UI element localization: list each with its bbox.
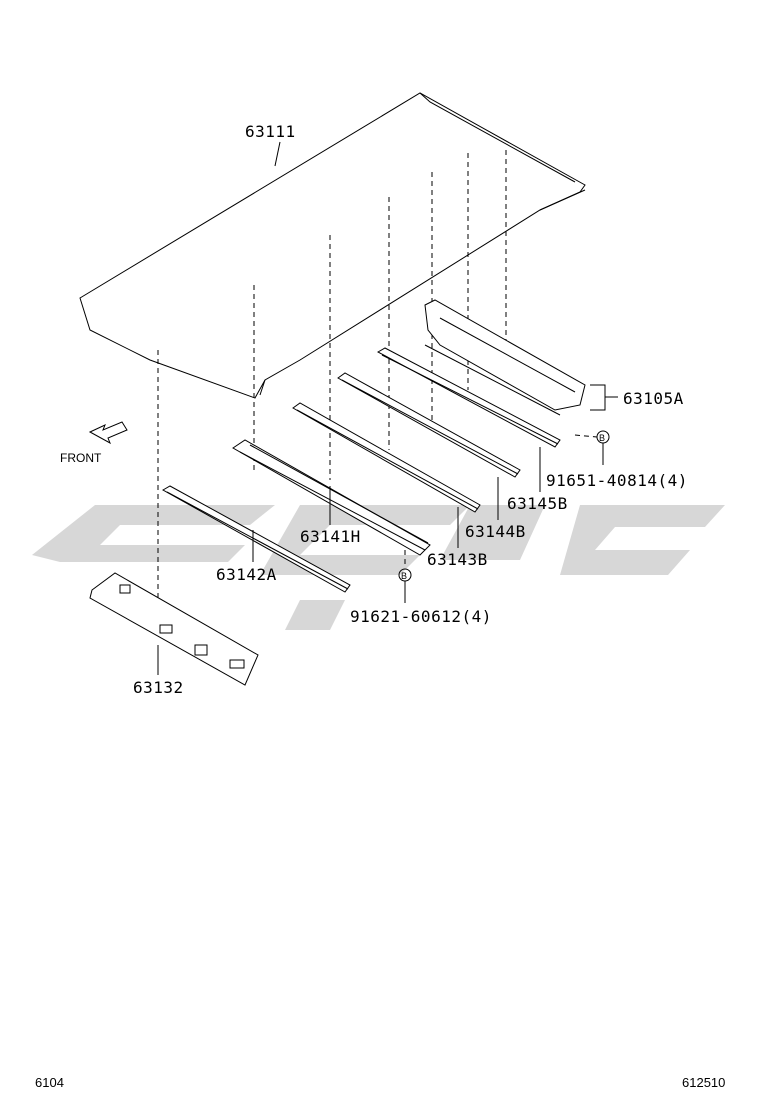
label-rear-panel: 63105A (623, 389, 684, 408)
label-bow-center: 63141H (300, 527, 361, 546)
roof-bow-center (232, 439, 431, 556)
bracket-rear-panel (590, 384, 606, 411)
roof-bow-2 (337, 372, 521, 478)
label-bow-2: 63144B (465, 522, 526, 541)
label-bow-1: 63145B (507, 494, 568, 513)
roof-bow-1 (376, 347, 561, 448)
label-bolt-center: 91621-60612(4) (350, 607, 492, 626)
label-front-header: 63132 (133, 678, 184, 697)
front-arrow-icon (88, 421, 128, 445)
alignment-lines (157, 150, 507, 600)
label-roof-panel: 63111 (245, 122, 296, 141)
front-header-panel (89, 572, 259, 686)
label-bolt-rear: 91651-40814(4) (546, 471, 688, 490)
footer-right-code: 612510 (682, 1075, 726, 1090)
callout-b-rear-text: B (599, 433, 605, 443)
roof-bow-front (161, 485, 351, 593)
footer-left-code: 6104 (35, 1075, 64, 1090)
roof-bow-3 (292, 402, 481, 513)
roof-panel (79, 92, 586, 399)
label-bow-front: 63142A (216, 565, 277, 584)
front-label: FRONT (60, 451, 102, 465)
rear-roof-panel (424, 299, 586, 416)
label-bow-3: 63143B (427, 550, 488, 569)
callout-b-center-text: B (401, 571, 407, 581)
leader-roof-panel (274, 141, 281, 167)
